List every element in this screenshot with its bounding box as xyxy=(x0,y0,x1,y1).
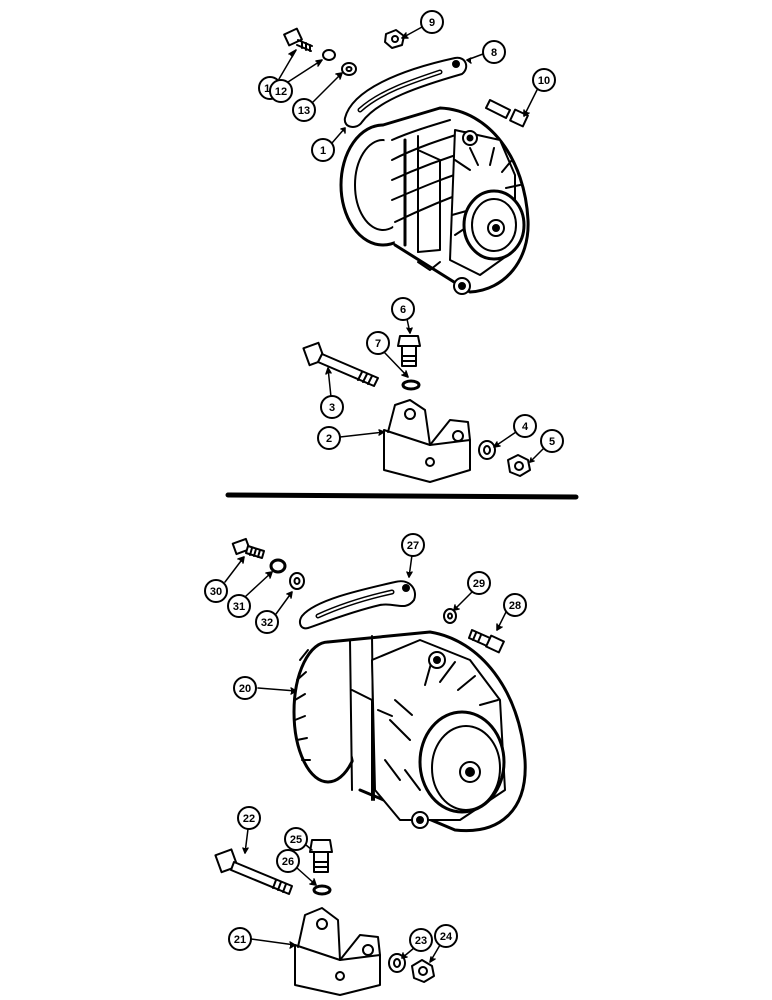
callout-25: 25 xyxy=(284,827,308,851)
callout-6: 6 xyxy=(391,297,415,321)
callout-7: 7 xyxy=(366,331,390,355)
svg-text:21: 21 xyxy=(234,934,246,946)
mounting-bracket-icon xyxy=(383,399,471,483)
callout-26: 26 xyxy=(276,849,300,873)
bolt-icon xyxy=(302,341,379,387)
callout-1: 1 xyxy=(311,138,335,162)
callout-24: 24 xyxy=(434,924,458,948)
bolt-icon xyxy=(309,839,333,873)
svg-text:30: 30 xyxy=(210,586,222,598)
bolt-icon xyxy=(468,629,505,654)
callout-4: 4 xyxy=(513,414,537,438)
svg-text:24: 24 xyxy=(440,931,453,943)
leader-lines xyxy=(224,26,545,963)
svg-text:27: 27 xyxy=(407,540,419,552)
callout-27: 27 xyxy=(401,533,425,557)
svg-text:28: 28 xyxy=(509,600,521,612)
washer-icon xyxy=(401,379,421,391)
callout-23: 23 xyxy=(409,928,433,952)
svg-text:26: 26 xyxy=(282,856,294,868)
callout-5: 5 xyxy=(540,429,564,453)
svg-text:3: 3 xyxy=(329,402,335,414)
svg-text:2: 2 xyxy=(326,433,332,445)
alternator-icon xyxy=(292,630,527,833)
callout-3: 3 xyxy=(320,395,344,419)
svg-text:9: 9 xyxy=(429,17,435,29)
nut-icon xyxy=(507,454,531,477)
svg-text:6: 6 xyxy=(400,304,406,316)
lower-alternator-assembly xyxy=(214,537,527,996)
section-divider xyxy=(225,492,579,500)
svg-text:12: 12 xyxy=(275,86,287,98)
washer-icon xyxy=(312,884,332,896)
svg-text:13: 13 xyxy=(298,105,310,117)
callout-28: 28 xyxy=(503,593,527,617)
nut-icon xyxy=(411,959,435,983)
svg-text:7: 7 xyxy=(375,338,381,350)
svg-text:25: 25 xyxy=(290,834,302,846)
callout-8: 8 xyxy=(482,40,506,64)
upper-alternator-assembly xyxy=(283,27,531,483)
svg-text:5: 5 xyxy=(549,436,555,448)
washer-icon xyxy=(388,953,406,973)
callout-21: 21 xyxy=(228,927,252,951)
callout-12: 12 xyxy=(269,79,293,103)
svg-text:20: 20 xyxy=(239,683,251,695)
callout-13: 13 xyxy=(292,98,316,122)
callout-20: 20 xyxy=(233,676,257,700)
svg-text:31: 31 xyxy=(233,601,245,613)
washer-icon xyxy=(443,608,457,624)
svg-text:32: 32 xyxy=(261,617,273,629)
callout-32: 32 xyxy=(255,610,279,634)
callout-29: 29 xyxy=(467,571,491,595)
washer-icon xyxy=(478,440,496,460)
washer-icon xyxy=(322,49,336,61)
bolt-icon xyxy=(397,335,421,367)
adjusting-strap-icon xyxy=(299,580,416,630)
nut-icon xyxy=(384,29,405,49)
callout-30: 30 xyxy=(204,579,228,603)
mounting-bracket-icon xyxy=(294,907,381,996)
svg-text:29: 29 xyxy=(473,578,485,590)
callout-22: 22 xyxy=(237,806,261,830)
svg-text:8: 8 xyxy=(491,47,497,59)
svg-text:4: 4 xyxy=(522,421,529,433)
bolt-icon xyxy=(283,27,313,52)
svg-text:1: 1 xyxy=(320,145,326,157)
bolt-icon xyxy=(485,99,529,128)
adjusting-strap-icon xyxy=(343,56,468,128)
svg-text:22: 22 xyxy=(243,813,255,825)
callout-31: 31 xyxy=(227,594,251,618)
bolt-icon xyxy=(214,848,293,895)
washer-icon xyxy=(269,558,287,574)
svg-text:10: 10 xyxy=(538,75,550,87)
callout-2: 2 xyxy=(317,426,341,450)
callout-9: 9 xyxy=(420,10,444,34)
alternator-icon xyxy=(339,106,530,295)
washer-icon xyxy=(289,572,305,590)
callout-10: 10 xyxy=(532,68,556,92)
washer-icon xyxy=(341,62,357,76)
svg-text:23: 23 xyxy=(415,935,427,947)
bolt-icon xyxy=(231,537,265,559)
